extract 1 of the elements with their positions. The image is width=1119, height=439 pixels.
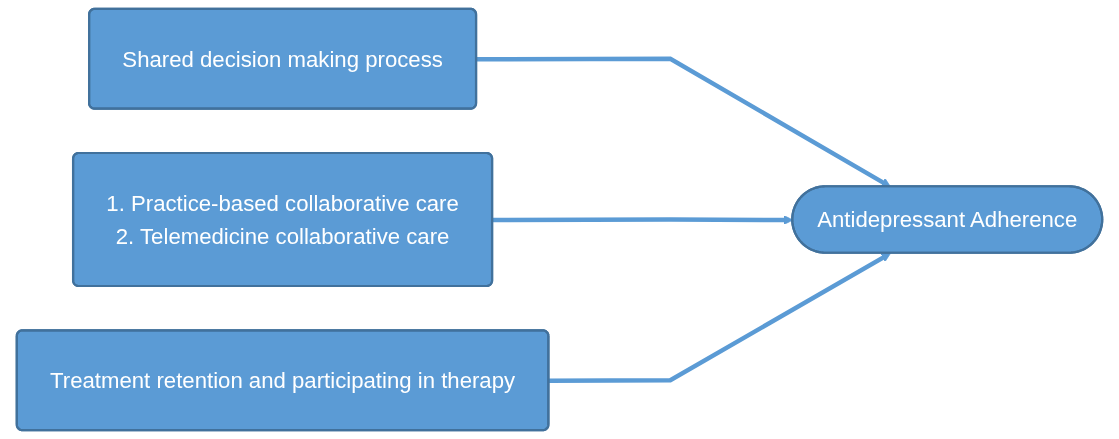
arrow: [548, 252, 891, 383]
